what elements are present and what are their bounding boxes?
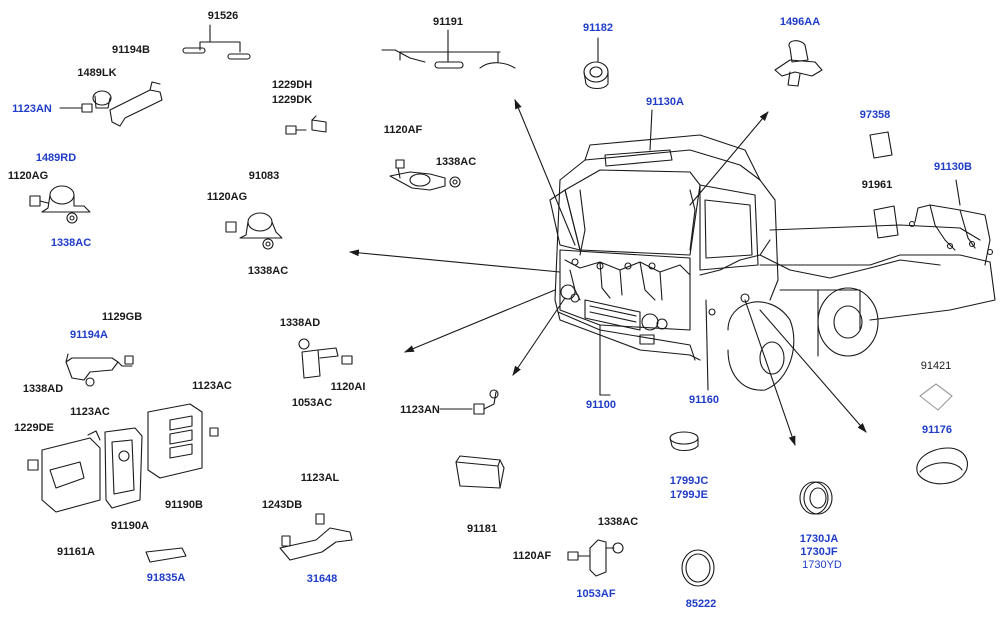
label-1053af[interactable]: 1053AF [576, 588, 616, 600]
label-91100[interactable]: 91100 [586, 399, 616, 411]
label-1730yd[interactable]: 1730YD [802, 559, 842, 571]
label-1229dk[interactable]: 1229DK [271, 94, 313, 106]
label-1123ac-right[interactable]: 1123AC [192, 380, 232, 392]
part-91130B-drawing [908, 204, 994, 266]
label-1120ag-mid[interactable]: 1120AG [206, 191, 248, 203]
part-31648-drawing [279, 513, 353, 561]
label-91191[interactable]: 91191 [433, 16, 463, 28]
label-1338ac-mid[interactable]: 1338AC [435, 156, 477, 168]
part-91194B-drawing [59, 81, 163, 127]
label-1129gb[interactable]: 1129GB [101, 311, 143, 323]
part-1229DH-drawing [285, 115, 327, 135]
label-1120af-bottom[interactable]: 1120AF [512, 550, 552, 562]
label-1123ac-left[interactable]: 1123AC [70, 406, 110, 418]
label-91421[interactable]: 91421 [920, 360, 952, 372]
label-31648[interactable]: 31648 [306, 573, 338, 585]
part-1053AF-drawing [567, 539, 624, 577]
label-85222[interactable]: 85222 [685, 598, 717, 610]
label-1120ai[interactable]: 1120AI [330, 381, 366, 393]
part-91176-drawing [916, 447, 968, 485]
label-91526[interactable]: 91526 [207, 10, 239, 22]
label-1338ad-mid[interactable]: 1338AD [279, 317, 321, 329]
part-1730JA-drawing [799, 481, 833, 515]
label-1053ac[interactable]: 1053AC [291, 397, 333, 409]
part-91835A-drawing [145, 547, 187, 563]
part-91182-drawing [583, 61, 609, 90]
part-91194A-drawing [65, 353, 134, 387]
truck-cab-drawing [549, 134, 996, 391]
label-1496aa[interactable]: 1496AA [779, 16, 821, 28]
part-91961-drawing [873, 205, 899, 239]
label-1338ac-bottom[interactable]: 1338AC [597, 516, 639, 528]
label-91835a[interactable]: 91835A [146, 572, 186, 584]
label-1338ad-left[interactable]: 1338AD [22, 383, 64, 395]
pointer-arrows [349, 29, 961, 446]
part-1120AF-top-drawing [389, 159, 461, 191]
part-1799JC-drawing [669, 431, 699, 452]
label-1120ag-left[interactable]: 1120AG [7, 170, 49, 182]
label-1338ac-mid2[interactable]: 1338AC [247, 265, 289, 277]
label-1243db[interactable]: 1243DB [261, 499, 303, 511]
label-1799je[interactable]: 1799JE [670, 489, 708, 501]
label-91961[interactable]: 91961 [861, 179, 893, 191]
label-1489lk[interactable]: 1489LK [77, 67, 117, 79]
label-1229dh[interactable]: 1229DH [271, 79, 313, 91]
part-91083-drawing [225, 212, 283, 250]
part-91421-drawing [919, 383, 953, 411]
part-85222-drawing [681, 549, 715, 587]
label-91176[interactable]: 91176 [922, 424, 952, 436]
label-91181[interactable]: 91181 [467, 523, 497, 535]
label-91083[interactable]: 91083 [248, 170, 280, 182]
label-91130b[interactable]: 91130B [934, 161, 972, 173]
label-91130a[interactable]: 91130A [646, 96, 684, 108]
label-1123an-mid[interactable]: 1123AN [400, 404, 440, 416]
part-1123AN-mid-drawing [439, 389, 499, 415]
label-97358[interactable]: 97358 [859, 109, 891, 121]
part-91191-drawing [381, 49, 516, 69]
part-91161A-drawing [27, 430, 101, 513]
label-91182[interactable]: 91182 [583, 22, 613, 34]
part-91181-drawing [455, 455, 505, 489]
part-1053AC-drawing [298, 338, 353, 379]
label-91161a[interactable]: 91161A [57, 546, 95, 558]
label-1338ac-left[interactable]: 1338AC [50, 237, 92, 249]
label-1730ja[interactable]: 1730JA [799, 533, 839, 545]
label-91190a[interactable]: 91190A [111, 520, 149, 532]
part-97358-drawing [869, 131, 893, 159]
label-91160[interactable]: 91160 [689, 394, 719, 406]
label-1799jc[interactable]: 1799JC [669, 475, 709, 487]
part-91190B-drawing [147, 403, 219, 479]
label-91190b[interactable]: 91190B [165, 499, 203, 511]
label-1123an-top[interactable]: 1123AN [12, 103, 52, 115]
label-1123al[interactable]: 1123AL [300, 472, 340, 484]
label-1489rd[interactable]: 1489RD [35, 152, 77, 164]
label-91194b[interactable]: 91194B [112, 44, 150, 56]
label-1730jf[interactable]: 1730JF [800, 546, 838, 558]
part-1496AA-drawing [774, 40, 823, 87]
label-1229de[interactable]: 1229DE [14, 422, 54, 434]
part-91190A-drawing [104, 427, 143, 509]
label-1120af-top[interactable]: 1120AF [383, 124, 423, 136]
part-1489RD-drawing [29, 185, 91, 224]
part-91526-drawing [182, 24, 251, 60]
label-91194a[interactable]: 91194A [70, 329, 108, 341]
